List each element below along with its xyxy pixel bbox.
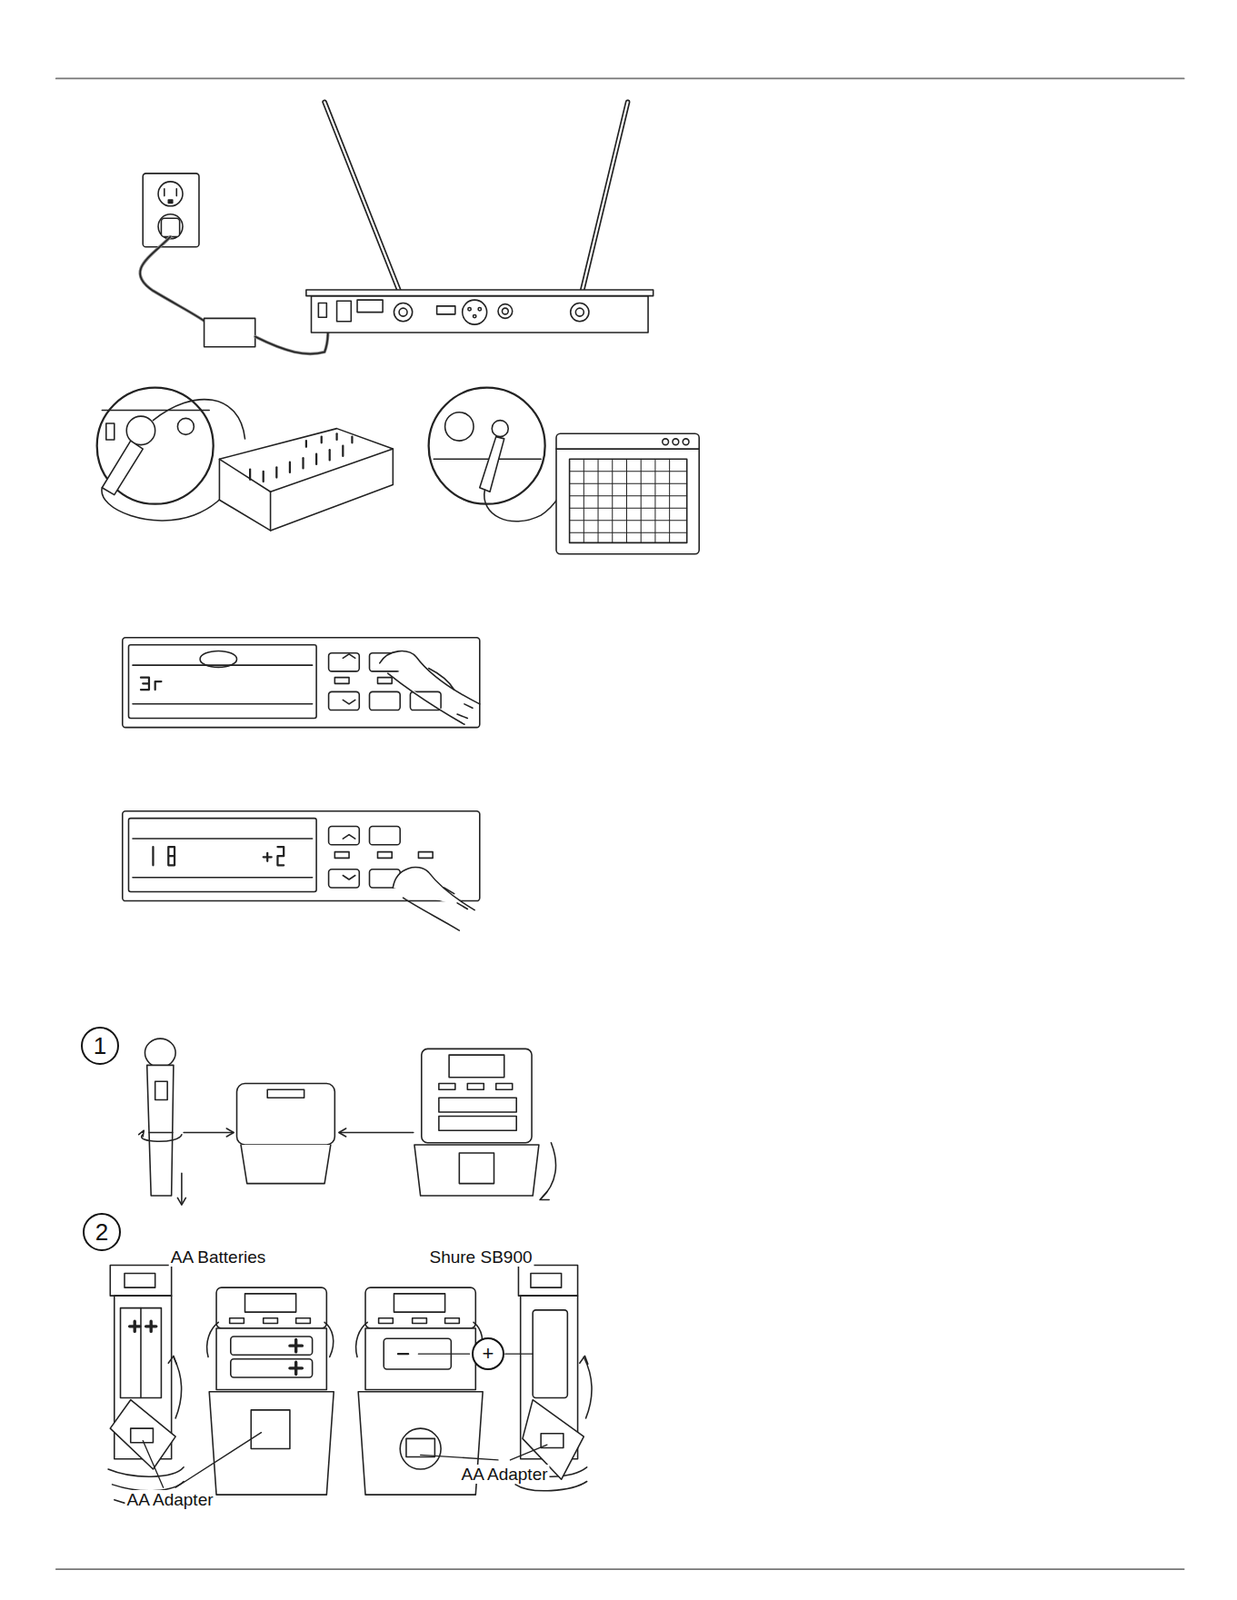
mixer-connection [97, 388, 394, 531]
part-label-text: Shure SB900 [427, 1247, 534, 1267]
part-label: AA Batteries [169, 1247, 269, 1268]
amplifier-connection [428, 388, 700, 555]
power-adapter [204, 318, 256, 347]
part-label-text: AA Batteries [169, 1247, 269, 1267]
battery-drawing [108, 1265, 592, 1507]
receiver-rear-panel [306, 101, 654, 333]
receiver-front-panel [122, 811, 480, 931]
step-number: 1 [80, 1027, 120, 1066]
step-number: + [471, 1337, 505, 1371]
part-label: AA Adapter [124, 1490, 215, 1511]
part-label-text: AA Adapter [458, 1465, 549, 1485]
part-label: AA Adapter [458, 1465, 549, 1486]
step-number-text: + [482, 1344, 495, 1365]
receiver-front-panel [122, 638, 480, 729]
part-label-text: AA Adapter [124, 1490, 215, 1510]
step-number-text: 1 [93, 1034, 107, 1058]
step-number-text: 2 [95, 1220, 109, 1245]
transmitter-drawing [139, 1038, 557, 1206]
part-label: Shure SB900 [427, 1247, 534, 1268]
step-number: 2 [82, 1213, 121, 1252]
